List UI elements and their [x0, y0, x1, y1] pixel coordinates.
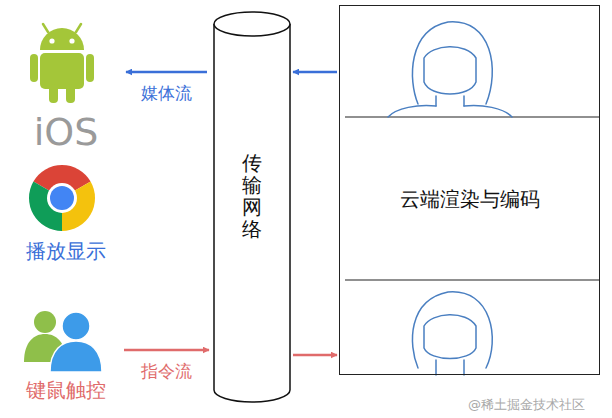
flow-arrow — [124, 349, 209, 352]
android-icon — [30, 24, 94, 103]
flow-arrow — [293, 354, 337, 357]
divider-line — [345, 116, 600, 117]
input-group: 键鼠触控 — [12, 305, 120, 405]
android-leg — [66, 84, 75, 103]
android-eye — [69, 38, 74, 43]
chrome-icon — [29, 165, 95, 231]
android-body — [40, 53, 84, 89]
shoulder-outline — [388, 105, 512, 117]
neck-outline — [436, 96, 464, 106]
edge-label: 媒体流 — [139, 82, 194, 105]
person-outline — [388, 22, 512, 117]
user-head — [62, 312, 90, 340]
chrome-ring — [47, 183, 77, 213]
face-outline — [424, 47, 476, 94]
cylinder-shape — [214, 12, 290, 402]
network-cylinder: 传输网络 — [213, 12, 291, 402]
vertical-label: 传输网络 — [242, 152, 262, 240]
edge-label: 指令流 — [139, 360, 194, 383]
android-eye — [49, 38, 54, 43]
divider-line — [345, 279, 600, 280]
client-group: iOS 播放显示 — [12, 18, 120, 268]
face-outline — [424, 315, 476, 359]
box-label: 云端渲染与编码 — [340, 186, 599, 213]
hair-outline — [412, 22, 492, 104]
android-arm — [30, 54, 38, 82]
user-head — [34, 311, 56, 333]
neck-outline — [436, 360, 464, 375]
cloud-column: 云端渲染与编码 — [339, 5, 600, 375]
android-antenna — [76, 24, 81, 32]
watermark: @稀土掘金技术社区 — [468, 396, 585, 414]
flow-arrow — [126, 71, 207, 74]
android-antenna — [43, 24, 48, 32]
chrome-center — [50, 186, 74, 210]
flow-arrow — [293, 71, 337, 74]
cylinder-body — [214, 24, 290, 402]
group-caption: 播放显示 — [12, 238, 120, 265]
android-arm — [86, 54, 94, 82]
group-caption: 键鼠触控 — [12, 377, 120, 404]
person-outline — [412, 292, 492, 375]
cylinder-top — [214, 12, 290, 36]
user-body — [50, 341, 102, 372]
users-icon — [24, 311, 102, 372]
android-leg — [49, 84, 58, 103]
platform-name: iOS — [12, 110, 120, 154]
hair-outline — [412, 292, 492, 368]
